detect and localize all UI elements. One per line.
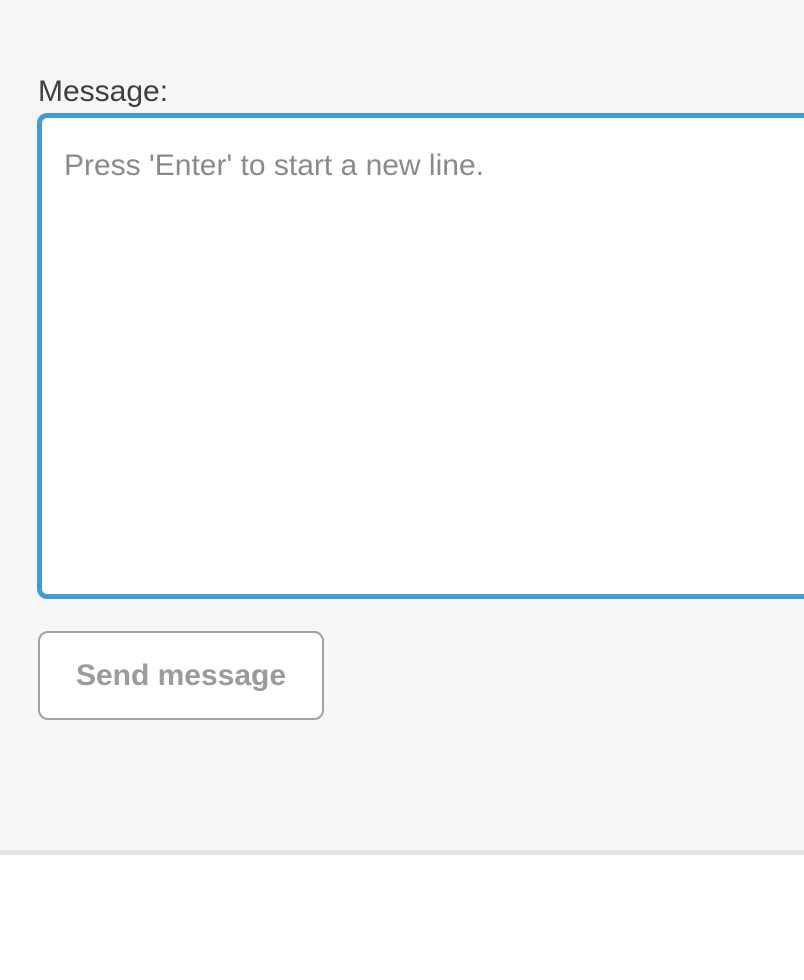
send-message-button[interactable]: Send message [38, 631, 324, 720]
output-area [0, 855, 804, 980]
section-divider [0, 850, 804, 855]
message-label: Message: [38, 75, 169, 108]
message-form-panel: Message: Send message [37, 75, 804, 720]
message-textarea[interactable] [37, 113, 804, 599]
